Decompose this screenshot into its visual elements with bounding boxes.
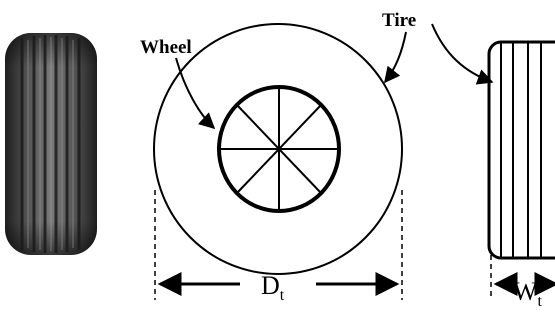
- diameter-dimension: [154, 190, 403, 300]
- diameter-label: Dt: [261, 271, 285, 304]
- tire-pointer-arrow-side: [384, 31, 407, 84]
- tire-outline: [153, 23, 403, 275]
- wheel-label: Wheel: [140, 37, 192, 58]
- tire-photo-icon: [5, 33, 97, 255]
- wheel-spokes: [219, 87, 339, 211]
- width-dimension: [490, 255, 555, 300]
- width-label: Wt: [513, 277, 543, 310]
- wheel-pointer-arrow: [175, 57, 216, 130]
- tire-front-view: [487, 40, 555, 260]
- tire-side-view: [153, 23, 403, 275]
- tire-label: Tire: [382, 10, 416, 31]
- tire-pointer-arrow-front: [431, 23, 494, 85]
